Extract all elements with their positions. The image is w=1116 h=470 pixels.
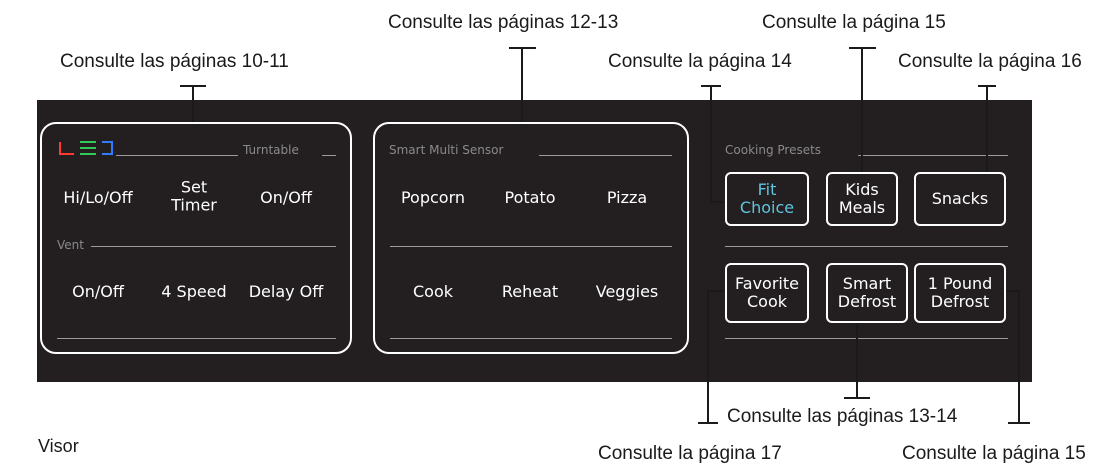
- cook-button[interactable]: Cook: [412, 281, 454, 301]
- presets-divider-top: [858, 155, 1008, 156]
- potato-button[interactable]: Potato: [504, 187, 556, 207]
- leader-page-16: [978, 85, 996, 172]
- leader-page-14: [701, 85, 725, 203]
- callout-pages-10-11: Consulte las páginas 10-11: [60, 51, 289, 72]
- vent-divider: [91, 246, 336, 247]
- sensor-divider-top: [539, 155, 672, 156]
- set-timer-button[interactable]: Set Timer: [171, 177, 217, 215]
- smart-defrost-button[interactable]: Smart Defrost: [826, 263, 908, 323]
- turntable-divider-end: [322, 155, 336, 156]
- callout-pages-12-13: Consulte las páginas 12-13: [388, 12, 619, 33]
- smart-multi-sensor-label: Smart Multi Sensor: [389, 143, 504, 157]
- leader-pages-13-14: [844, 323, 870, 399]
- turntable-divider: [116, 155, 238, 156]
- favorite-cook-button[interactable]: Favorite Cook: [725, 263, 809, 323]
- vent-on-off-button[interactable]: On/Off: [72, 281, 124, 301]
- leader-page-15-top: [849, 47, 876, 172]
- kids-meals-label: Kids Meals: [838, 179, 886, 217]
- one-pound-defrost-button[interactable]: 1 Pound Defrost: [914, 263, 1006, 323]
- callout-page-15-top: Consulte la página 15: [762, 12, 946, 33]
- kids-meals-button[interactable]: Kids Meals: [826, 172, 898, 226]
- smart-multi-sensor-group: [373, 122, 689, 354]
- callout-page-15-bottom: Consulte la página 15: [902, 443, 1086, 464]
- delay-off-button[interactable]: Delay Off: [248, 281, 324, 301]
- callout-page-14: Consulte la página 14: [608, 51, 792, 72]
- leader-page-15-bottom: [1006, 290, 1030, 424]
- fit-choice-label: Fit Choice: [739, 179, 795, 217]
- snacks-button[interactable]: Snacks: [914, 172, 1006, 226]
- turntable-label: Turntable: [243, 143, 299, 157]
- fit-choice-button[interactable]: Fit Choice: [725, 172, 809, 226]
- cooking-presets-label: Cooking Presets: [725, 143, 822, 157]
- sensor-divider-middle: [390, 246, 672, 247]
- reheat-button[interactable]: Reheat: [501, 281, 559, 301]
- sensor-divider-bottom: [390, 338, 672, 339]
- left-group-bottom-line: [57, 338, 336, 339]
- pizza-button[interactable]: Pizza: [606, 187, 648, 207]
- leader-pages-10-11: [180, 85, 206, 122]
- leader-pages-12-13: [509, 47, 536, 122]
- snacks-label: Snacks: [931, 188, 989, 208]
- callout-page-16: Consulte la página 16: [898, 51, 1082, 72]
- led-vent-group: [40, 122, 352, 354]
- visor-label: Visor: [38, 436, 79, 456]
- leader-page-17: [698, 290, 725, 424]
- vent-label: Vent: [57, 238, 84, 252]
- control-panel: [37, 100, 1032, 382]
- veggies-button[interactable]: Veggies: [595, 281, 659, 301]
- four-speed-button[interactable]: 4 Speed: [161, 281, 227, 301]
- callout-page-17: Consulte la página 17: [598, 443, 782, 464]
- smart-defrost-label: Smart Defrost: [837, 273, 897, 311]
- one-pound-defrost-label: 1 Pound Defrost: [927, 273, 993, 311]
- presets-divider-middle: [725, 246, 1008, 247]
- turntable-on-off-button[interactable]: On/Off: [260, 187, 312, 207]
- led-logo-icon: [59, 141, 113, 155]
- favorite-cook-label: Favorite Cook: [735, 273, 799, 311]
- popcorn-button[interactable]: Popcorn: [400, 187, 466, 207]
- hi-lo-off-button[interactable]: Hi/Lo/Off: [63, 187, 133, 207]
- callout-pages-13-14: Consulte las páginas 13-14: [727, 406, 958, 427]
- presets-divider-bottom: [725, 338, 1008, 339]
